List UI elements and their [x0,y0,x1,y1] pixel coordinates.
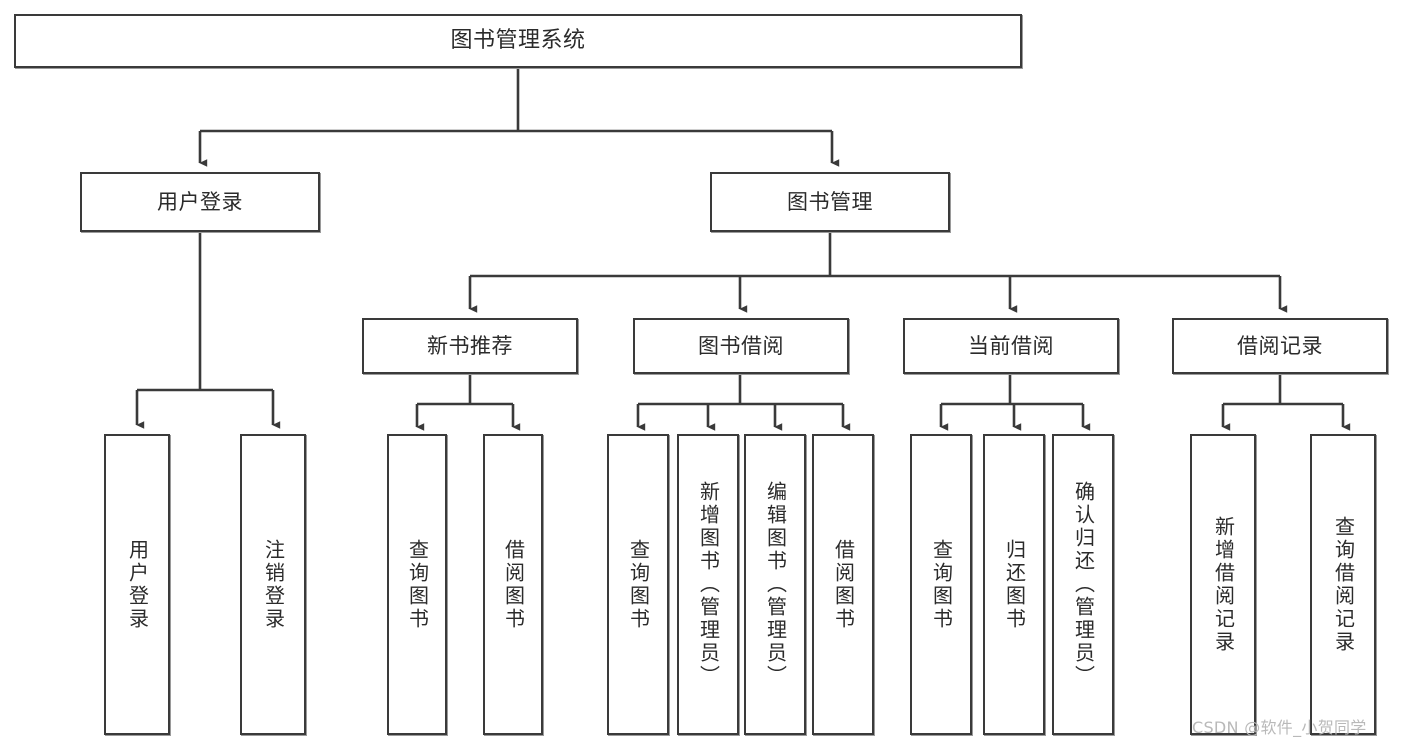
node-borrow-record-label: 借阅记录 [1237,333,1323,358]
node-root[interactable]: 图书管理系统 [14,14,1022,68]
leaf-borrow-books[interactable]: 借阅图书 [812,434,874,735]
node-current-borrow-label: 当前借阅 [968,333,1054,358]
leaf-query-books-current-label: 查询图书 [929,538,954,631]
node-current-borrow[interactable]: 当前借阅 [903,318,1119,374]
leaf-query-books-current[interactable]: 查询图书 [910,434,972,735]
leaf-borrow-books-newbook-label: 借阅图书 [501,538,526,631]
leaf-logout[interactable]: 注销登录 [240,434,306,735]
leaf-query-books-borrow[interactable]: 查询图书 [607,434,669,735]
leaf-query-borrow-record-label: 查询借阅记录 [1331,515,1356,654]
leaf-add-book-admin-label: 新增图书（管理员） [696,481,721,688]
node-root-label: 图书管理系统 [450,28,586,54]
leaf-logout-label: 注销登录 [261,538,286,631]
node-new-book-recommend-label: 新书推荐 [427,333,513,358]
node-book-management-label: 图书管理 [787,189,873,214]
leaf-user-login-label: 用户登录 [125,538,150,631]
leaf-query-books-newbook[interactable]: 查询图书 [387,434,447,735]
leaf-return-books[interactable]: 归还图书 [983,434,1045,735]
watermark: CSDN @软件_小贺同学 [1192,718,1367,737]
leaf-edit-book-admin[interactable]: 编辑图书（管理员） [744,434,806,735]
node-user-login-label: 用户登录 [157,189,243,214]
node-user-login[interactable]: 用户登录 [80,172,320,232]
leaf-confirm-return-admin[interactable]: 确认归还（管理员） [1052,434,1114,735]
leaf-add-borrow-record[interactable]: 新增借阅记录 [1190,434,1256,735]
leaf-add-book-admin[interactable]: 新增图书（管理员） [677,434,739,735]
node-new-book-recommend[interactable]: 新书推荐 [362,318,578,374]
node-book-borrow-label: 图书借阅 [698,333,784,358]
leaf-borrow-books-label: 借阅图书 [831,538,856,631]
leaf-query-books-borrow-label: 查询图书 [626,538,651,631]
node-book-borrow[interactable]: 图书借阅 [633,318,849,374]
node-borrow-record[interactable]: 借阅记录 [1172,318,1388,374]
leaf-return-books-label: 归还图书 [1002,538,1027,631]
leaf-query-borrow-record[interactable]: 查询借阅记录 [1310,434,1376,735]
leaf-borrow-books-newbook[interactable]: 借阅图书 [483,434,543,735]
leaf-add-borrow-record-label: 新增借阅记录 [1211,515,1236,654]
leaf-user-login[interactable]: 用户登录 [104,434,170,735]
node-book-management[interactable]: 图书管理 [710,172,950,232]
leaf-query-books-newbook-label: 查询图书 [405,538,430,631]
leaf-confirm-return-admin-label: 确认归还（管理员） [1071,481,1096,688]
leaf-edit-book-admin-label: 编辑图书（管理员） [763,481,788,688]
